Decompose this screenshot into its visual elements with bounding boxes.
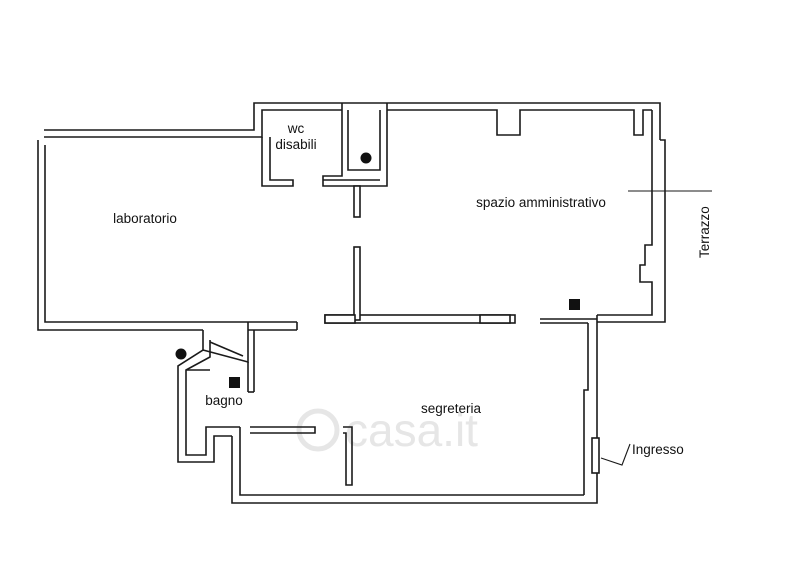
seg-south-wall-outer	[231, 436, 400, 504]
entrance-door	[591, 437, 600, 474]
label-terrazzo: Terrazzo	[697, 206, 712, 258]
outer-walls	[37, 102, 712, 504]
shaft-walls	[322, 103, 388, 187]
entrance-arrow-icon	[600, 443, 631, 466]
top-wall	[44, 102, 661, 140]
label-ingresso: Ingresso	[632, 442, 684, 457]
room-label-wc: wc	[287, 121, 305, 136]
shaft-inner	[347, 110, 381, 171]
partition-stub	[353, 185, 361, 218]
bagno-wall-inner	[185, 340, 240, 456]
lab-west-wall	[37, 140, 203, 331]
admin-east-wall-inner	[597, 110, 653, 316]
room-label-spazio-amministrativo: spazio amministrativo	[476, 195, 606, 210]
room-label-laboratorio: laboratorio	[113, 211, 177, 226]
admin-partition	[353, 246, 361, 321]
shaft-pipe-icon	[360, 152, 372, 164]
wc-wall	[261, 137, 294, 187]
door-jamb-right	[479, 314, 511, 324]
bagno-pillar-icon	[229, 377, 240, 388]
bagno-door-2	[209, 341, 244, 357]
utility-markers	[175, 152, 580, 388]
storage-wall	[250, 426, 316, 434]
seg-east-wall-inner	[583, 323, 589, 495]
door-jamb-left	[324, 314, 356, 324]
watermark-logo-icon	[296, 408, 340, 452]
admin-east-wall	[597, 139, 666, 323]
watermark: casa.it	[296, 404, 478, 456]
lab-west-wall-inner	[44, 145, 297, 323]
room-labels: wc disabili laboratorio spazio amministr…	[113, 121, 712, 457]
admin-top-inner	[387, 109, 652, 136]
bagno-pipe-icon	[175, 348, 187, 360]
top-wall-inner	[44, 109, 342, 138]
seg-south-wall	[239, 427, 584, 496]
watermark-text: casa.it	[345, 404, 478, 456]
entrance-marker	[600, 443, 631, 466]
storage-wall-2	[343, 426, 353, 486]
admin-pillar-icon	[569, 299, 580, 310]
room-label-segreteria: segreteria	[421, 401, 482, 416]
seg-east-lower	[400, 473, 598, 504]
room-label-bagno: bagno	[205, 393, 243, 408]
room-label-disabili: disabili	[275, 137, 316, 152]
